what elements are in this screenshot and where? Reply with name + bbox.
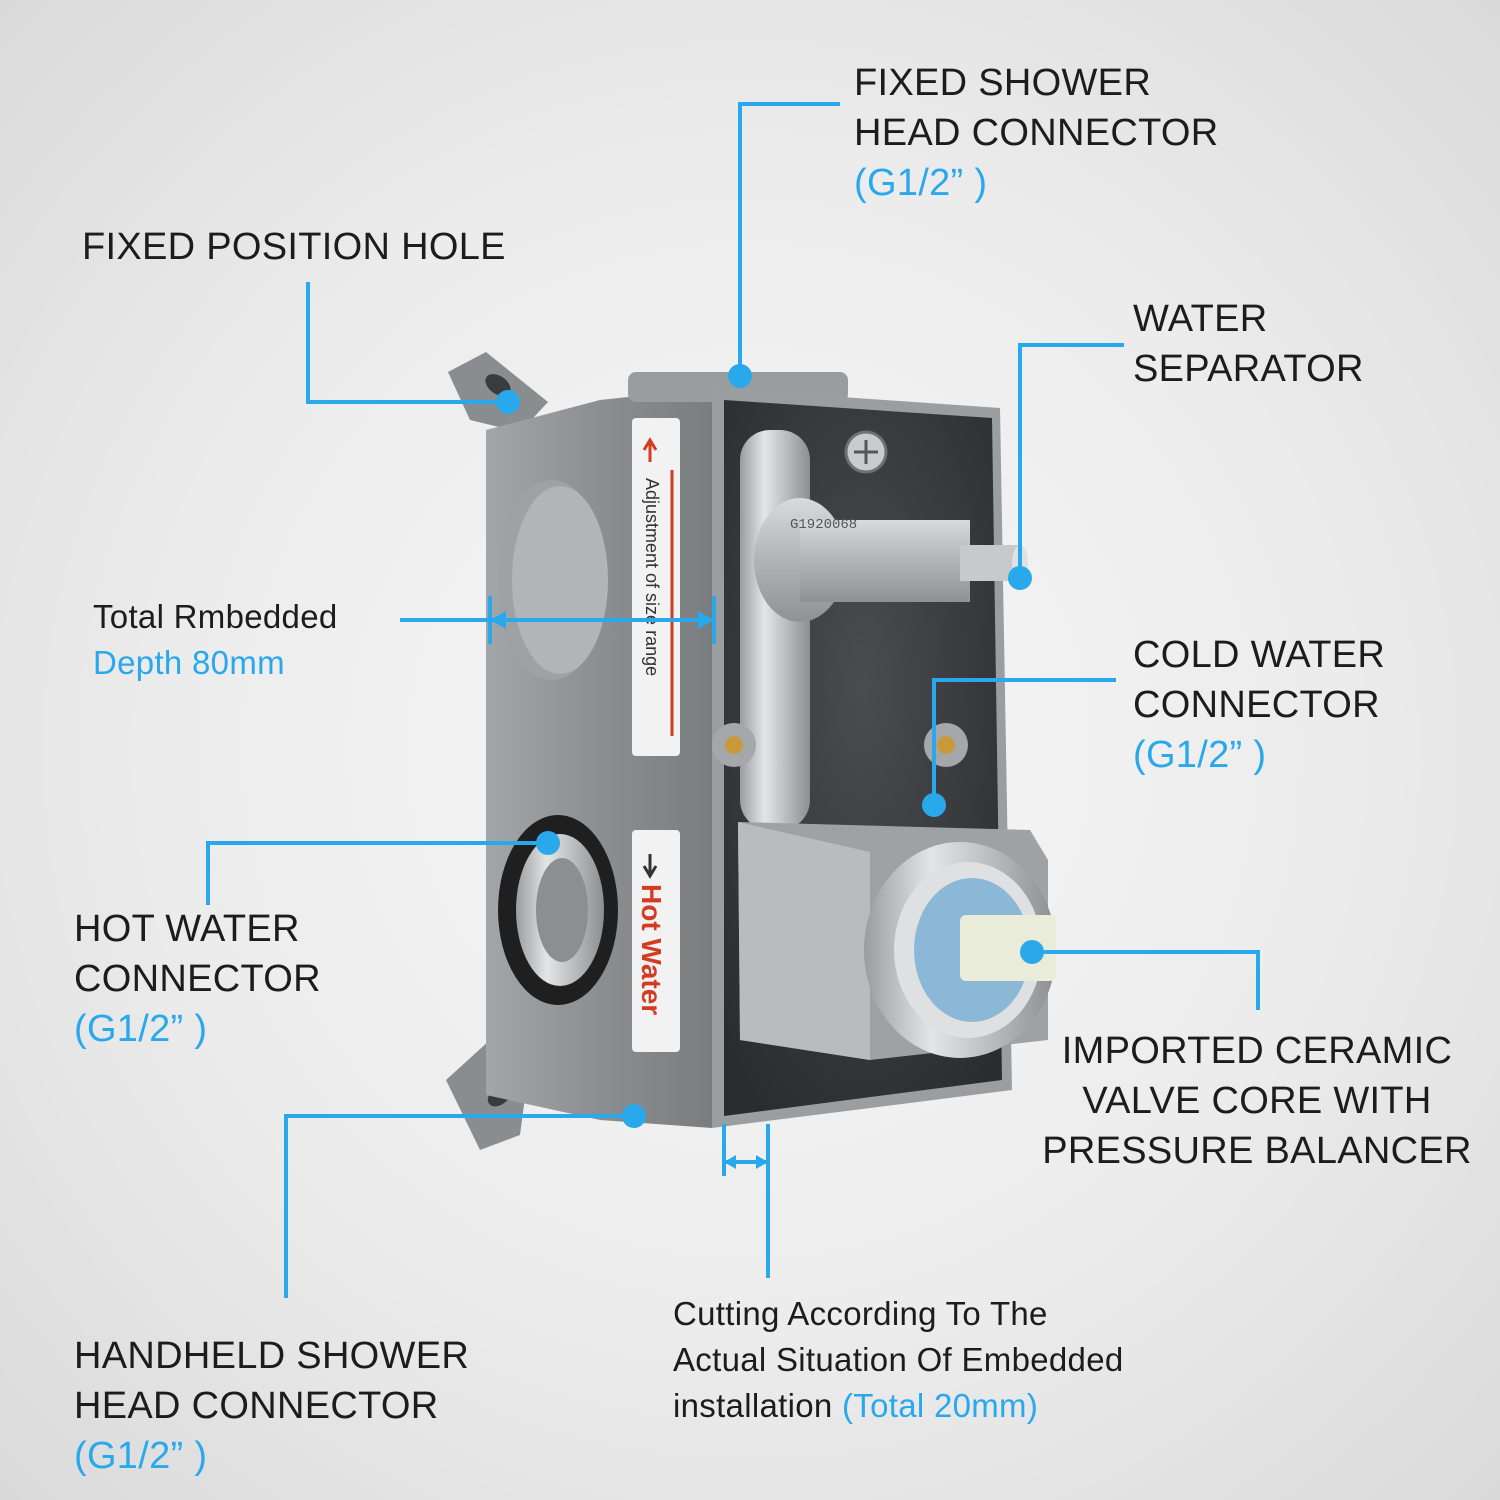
label-water-separator: WATER SEPARATOR — [1133, 298, 1364, 390]
dot-ceramic-core — [1020, 940, 1044, 964]
dot-hot-water — [536, 831, 560, 855]
label-fixed-position-hole: FIXED POSITION HOLE — [82, 226, 506, 268]
dot-fixed-shower-head — [728, 364, 752, 388]
valve-body — [740, 430, 810, 830]
mounting-ear-top — [448, 352, 548, 432]
hot-water-port — [498, 815, 618, 1005]
label-handheld-shower-head: HANDHELD SHOWER HEAD CONNECTOR (G1/2” ) — [74, 1335, 470, 1477]
brass-insert-left — [712, 723, 756, 767]
label-embedded-depth: Total Rmbedded Depth 80mm — [93, 598, 338, 681]
label-ceramic-core: IMPORTED CERAMIC VALVE CORE WITH PRESSUR… — [1042, 1030, 1472, 1172]
hot-water-sticker-text: Hot Water — [636, 884, 667, 1015]
hot-water-sticker — [632, 830, 680, 1052]
callout-dots — [496, 364, 1044, 1128]
dot-cold-water — [922, 793, 946, 817]
label-cutting-note: Cutting According To The Actual Situatio… — [673, 1295, 1124, 1424]
dot-water-separator — [1008, 566, 1032, 590]
label-fixed-shower-head: FIXED SHOWER HEAD CONNECTOR (G1/2” ) — [854, 62, 1219, 204]
adjustment-sticker — [632, 418, 680, 756]
water-separator-stem — [754, 498, 1028, 622]
label-cold-water: COLD WATER CONNECTOR (G1/2” ) — [1133, 634, 1386, 776]
ceramic-valve-core — [738, 822, 1056, 1060]
dot-fixed-position-hole — [496, 390, 520, 414]
callout-lines — [206, 102, 1260, 1298]
label-hot-water: HOT WATER CONNECTOR (G1/2” ) — [74, 908, 321, 1050]
dimension-arrowheads — [490, 611, 768, 1169]
brass-insert-right — [924, 723, 968, 767]
stem-code: G1920068 — [790, 517, 857, 533]
dot-handheld-shower — [622, 1104, 646, 1128]
adjustment-text: Adjustment of size range — [642, 478, 662, 676]
